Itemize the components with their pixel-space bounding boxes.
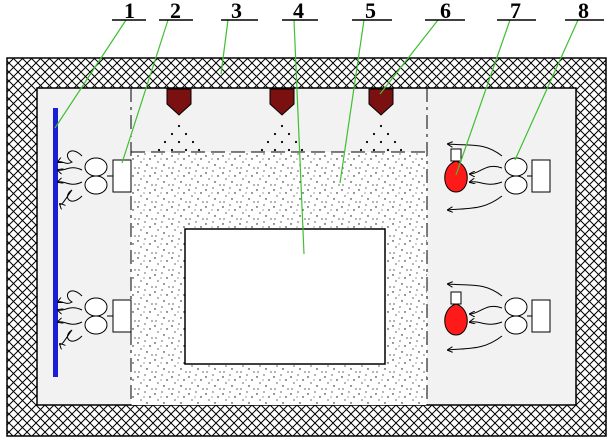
bulb-icon — [444, 291, 468, 336]
nozzle — [166, 88, 192, 116]
droplet — [300, 148, 304, 152]
airflow-arrow — [58, 307, 83, 311]
fans — [84, 157, 551, 335]
fan-icon — [84, 297, 132, 335]
fan-icon — [504, 157, 551, 195]
callout-2: 2 — [170, 0, 181, 23]
droplet — [379, 124, 383, 128]
airflow-arrow — [58, 150, 83, 164]
leader-1 — [54, 19, 127, 129]
droplet — [379, 140, 383, 144]
droplet — [191, 140, 195, 144]
leader-3 — [220, 19, 229, 75]
droplet — [393, 140, 397, 144]
fan-icon — [504, 297, 551, 335]
droplet — [163, 140, 167, 144]
droplet — [157, 148, 161, 152]
heater-bulbs — [444, 148, 468, 336]
airflow-arrows — [58, 144, 503, 350]
leader-6 — [379, 19, 439, 95]
callout-labels: 1 2 3 4 5 6 7 8 — [124, 0, 589, 23]
airflow-arrow — [448, 144, 503, 157]
droplet — [365, 140, 369, 144]
droplet — [386, 148, 390, 152]
droplet — [266, 140, 270, 144]
airflow-arrow — [470, 305, 503, 314]
callout-4: 4 — [293, 0, 304, 23]
droplet — [260, 148, 264, 152]
droplet — [287, 148, 291, 152]
airflow-arrow — [58, 290, 83, 304]
leader-lines — [54, 19, 579, 255]
airflow-arrow — [60, 189, 83, 204]
spray-nozzles — [157, 88, 403, 152]
airflow-arrow — [60, 329, 83, 344]
leader-7 — [455, 19, 511, 176]
droplet — [170, 132, 174, 136]
droplet — [177, 140, 181, 144]
callout-5: 5 — [365, 0, 376, 23]
airflow-arrow — [58, 182, 83, 185]
specimen-box — [184, 228, 386, 365]
fan-icon — [84, 157, 132, 195]
airflow-arrow — [448, 335, 503, 350]
droplet — [280, 140, 284, 144]
droplet — [273, 148, 277, 152]
droplet — [170, 148, 174, 152]
droplet — [294, 140, 298, 144]
droplet — [177, 124, 181, 128]
nozzle — [269, 88, 295, 116]
airflow-arrow — [470, 165, 503, 174]
callout-6: 6 — [440, 0, 451, 23]
droplet — [273, 132, 277, 136]
airflow-arrow — [58, 322, 83, 325]
leader-4 — [293, 19, 305, 255]
callout-8: 8 — [578, 0, 589, 23]
droplet — [287, 132, 291, 136]
nozzle — [368, 88, 394, 116]
callout-7: 7 — [510, 0, 521, 23]
callout-3: 3 — [231, 0, 242, 23]
airflow-arrow — [448, 195, 503, 210]
droplet — [399, 148, 403, 152]
droplet — [280, 124, 284, 128]
airflow-arrow — [470, 322, 503, 325]
droplet — [372, 132, 376, 136]
airflow-arrow — [58, 167, 83, 171]
airflow-arrow — [448, 284, 503, 297]
spray-droplets — [157, 124, 403, 152]
leader-2 — [121, 19, 169, 164]
bulb-icon — [444, 148, 468, 193]
droplet — [372, 148, 376, 152]
airflow-arrow — [470, 182, 503, 185]
leader-5 — [339, 19, 365, 184]
leader-8 — [514, 19, 579, 161]
droplet — [386, 132, 390, 136]
callout-1: 1 — [124, 0, 135, 23]
droplet — [359, 148, 363, 152]
droplet — [197, 148, 201, 152]
droplet — [184, 132, 188, 136]
droplet — [184, 148, 188, 152]
left-wall-bar — [53, 108, 58, 377]
